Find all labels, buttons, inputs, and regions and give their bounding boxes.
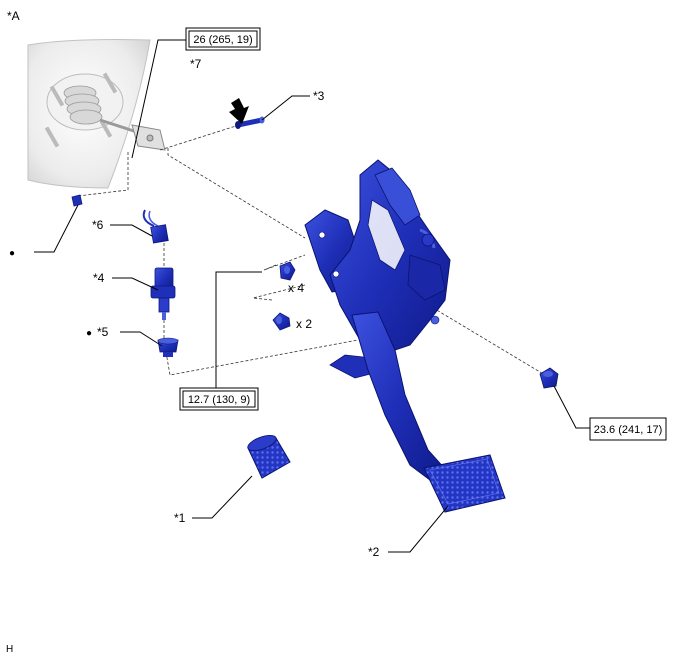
bullet-c5: ● bbox=[86, 328, 92, 339]
stop-light-switch-part4 bbox=[150, 267, 176, 320]
torque-box-26: 26 (265, 19) bbox=[185, 27, 261, 51]
wire-connector-part6 bbox=[142, 209, 169, 244]
pedal-nut bbox=[539, 367, 559, 389]
callout-1: *1 bbox=[174, 511, 186, 525]
callout-5: *5 bbox=[97, 325, 109, 339]
pedal-pad-part1 bbox=[247, 434, 291, 479]
leader-t236 bbox=[553, 385, 590, 429]
leader-t127 bbox=[215, 271, 262, 388]
leader-3 bbox=[261, 95, 310, 121]
torque-value-127: 12.7 (130, 9) bbox=[188, 394, 250, 406]
callout-3: *3 bbox=[313, 89, 325, 103]
install-arrow-icon bbox=[229, 98, 249, 124]
booster-bellows bbox=[63, 85, 103, 125]
callout-4: *4 bbox=[93, 271, 105, 285]
torque-box-127: 12.7 (130, 9) bbox=[179, 387, 259, 411]
quantity-x4: x 4 bbox=[288, 281, 304, 295]
nut-x4 bbox=[279, 261, 296, 281]
callout-6: *6 bbox=[92, 218, 104, 232]
torque-value-236: 23.6 (241, 17) bbox=[594, 424, 663, 436]
adjuster-part5 bbox=[157, 337, 179, 357]
bolt-x2 bbox=[272, 312, 291, 331]
leader-2 bbox=[388, 505, 449, 553]
brake-pedal-bracket bbox=[304, 159, 451, 379]
leader-4 bbox=[112, 277, 159, 291]
brake-booster bbox=[27, 39, 166, 189]
figure-id: *A bbox=[7, 9, 20, 23]
footer-code: H bbox=[6, 644, 13, 655]
leader-bullet-left bbox=[34, 204, 79, 253]
pushrod-clevis bbox=[131, 124, 166, 151]
assembly-dashed-lines bbox=[77, 125, 546, 376]
bullet-left: ● bbox=[9, 248, 15, 259]
quantity-x2: x 2 bbox=[296, 317, 312, 331]
torque-box-236: 23.6 (241, 17) bbox=[589, 417, 667, 441]
leader-6 bbox=[110, 224, 153, 237]
stop-light-clip bbox=[71, 194, 83, 207]
torque-value-26: 26 (265, 19) bbox=[193, 34, 252, 46]
leader-5 bbox=[120, 331, 163, 347]
callout-7: *7 bbox=[190, 57, 202, 71]
brake-pedal-arm-part2 bbox=[351, 311, 506, 513]
callout-2: *2 bbox=[368, 545, 380, 559]
leader-t26 bbox=[131, 39, 186, 159]
leader-1 bbox=[192, 475, 253, 519]
